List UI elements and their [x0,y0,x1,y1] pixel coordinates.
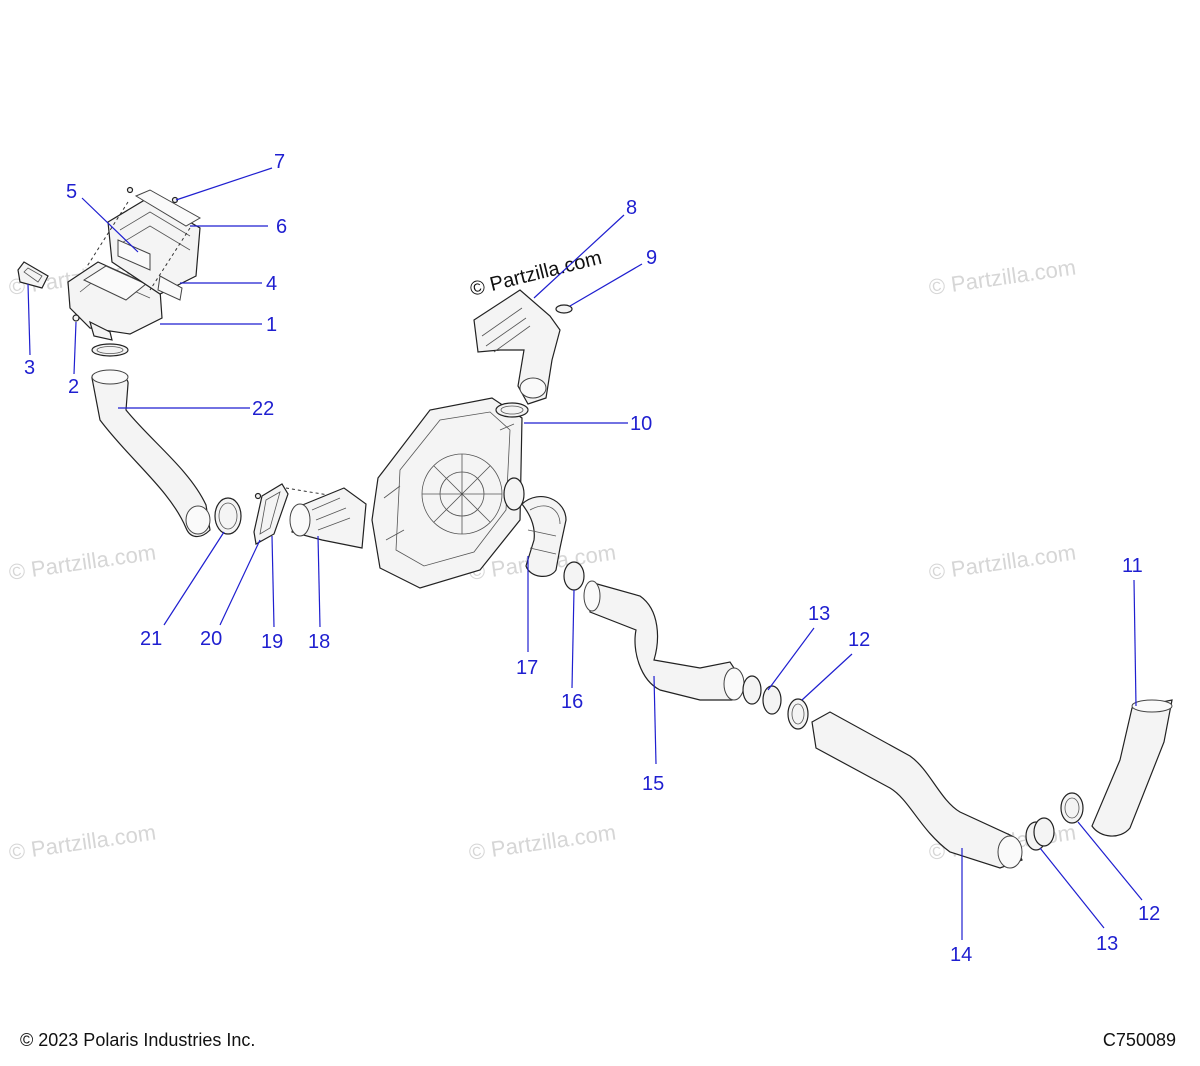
callout-12: 12 [848,629,870,651]
callout-6: 6 [276,216,287,238]
watermark: © Partzilla.com [927,255,1077,300]
callout-22: 22 [252,398,274,420]
airbox-assembly [17,186,202,341]
duct-14 [811,711,1023,869]
watermark: © Partzilla.com [7,820,157,865]
watermark: © Partzilla.com [467,820,617,865]
duct-15 [583,580,745,701]
watermark: © Partzilla.com [7,540,157,585]
snorkel-11 [1091,699,1173,837]
callout-21: 21 [140,628,162,650]
callout-18: 18 [308,631,330,653]
adapter-group [214,483,367,549]
callout-11: 11 [1122,555,1143,577]
callout-1: 1 [266,314,277,336]
copyright-notice: © 2023 Polaris Industries Inc. [20,1030,256,1050]
elbow-group [503,477,585,591]
callout-5: 5 [66,181,77,203]
callout-20: 20 [200,628,222,650]
brand-watermark: © Partzilla.com [468,247,604,301]
callout-4: 4 [266,273,277,295]
drawing-code: C750089 [1102,1030,1176,1050]
callout-19: 19 [261,631,283,653]
callout-17: 17 [516,657,538,679]
callout-7: 7 [274,151,285,173]
callout-10: 10 [630,413,652,435]
clamp-pair-middle [742,675,809,730]
callout-12: 12 [1138,903,1160,925]
callout-13: 13 [808,603,830,625]
callout-16: 16 [561,691,583,713]
leader-lines [27,167,1143,940]
clutch-housing [371,397,523,589]
callout-15: 15 [642,773,664,795]
callout-2: 2 [68,376,79,398]
outlet-duct [473,289,573,418]
clamp-pair-right [1025,792,1084,851]
intake-duct [91,343,211,538]
callout-8: 8 [626,197,637,219]
callout-13: 13 [1096,933,1118,955]
callout-14: 14 [950,944,972,966]
callout-9: 9 [646,247,657,269]
callouts: 7 5 6 4 1 3 2 22 8 9 10 11 13 12 17 16 1… [24,151,1160,966]
watermark: © Partzilla.com [927,540,1077,585]
callout-3: 3 [24,357,35,379]
